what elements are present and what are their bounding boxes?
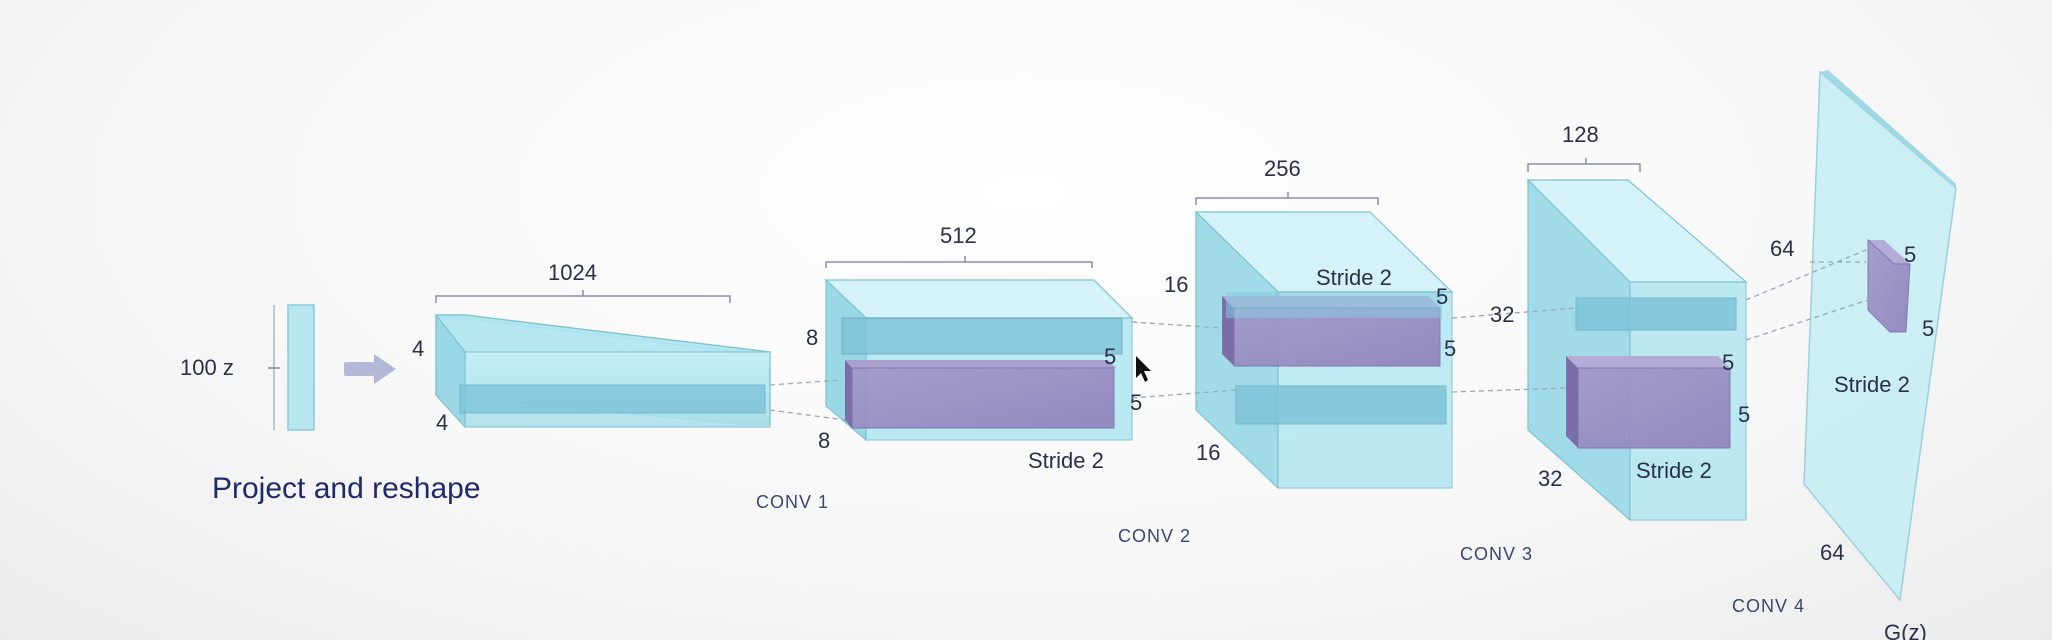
conv1-channels: 512 [940,223,977,248]
conv1-height: 8 [806,325,818,350]
conv4-block: 64 64 5 5 Stride 2 CONV 4 G(z) [1732,70,1957,640]
conv3-kernel [1577,367,1731,449]
output-label: G(z) [1884,620,1927,640]
conv2-height: 16 [1164,272,1188,297]
conv2-stride: Stride 2 [1316,265,1392,290]
conv3-stride: Stride 2 [1636,458,1712,483]
conv4-stride: Stride 2 [1834,372,1910,397]
conv2-channels: 256 [1264,156,1301,181]
conv1-width: 8 [818,428,830,453]
conv4-kernel-a: 5 [1904,242,1916,267]
conv4-height: 64 [1770,236,1794,261]
conv1-kernel-b: 5 [1130,390,1142,415]
conv3-width: 32 [1538,466,1562,491]
conv1-block: 512 8 8 5 5 Stride 2 CONV 1 [756,223,1151,512]
conv3-kernel-a: 5 [1722,350,1734,375]
conv1-kernel [851,367,1115,429]
conv2-name: CONV 2 [1118,526,1191,546]
z-vector-bar [287,304,315,431]
project-arrow-icon [344,354,396,384]
conv4-name: CONV 4 [1732,596,1805,616]
conv2-kernel-b: 5 [1444,336,1456,361]
block0-height: 4 [412,336,424,361]
block0-width: 4 [436,410,448,435]
conv4-kernel-b: 5 [1922,316,1934,341]
conv1-stride: Stride 2 [1028,448,1104,473]
block0-channels: 1024 [548,260,597,285]
conv3-kernel-b: 5 [1738,402,1750,427]
conv1-name: CONV 1 [756,492,829,512]
conv1-kernel-a: 5 [1104,344,1116,369]
conv3-channels: 128 [1562,122,1599,147]
conv2-block: 256 16 16 Stride 2 5 5 CONV 2 [1118,156,1456,546]
conv3-height: 32 [1490,302,1514,327]
cursor-icon [1136,356,1151,382]
conv2-width: 16 [1196,440,1220,465]
conv2-kernel-a: 5 [1436,284,1448,309]
project-reshape-label: Project and reshape [212,472,481,505]
conv3-name: CONV 3 [1460,544,1533,564]
block-0: 1024 4 4 [412,260,771,435]
conv3-block: 128 32 32 5 5 Stride 2 CONV 3 [1451,122,1750,564]
conv4-width: 64 [1820,540,1844,565]
input-label: 100 z [180,355,234,380]
input-z: 100 z [180,304,315,431]
conv4-kernel [1867,238,1911,333]
